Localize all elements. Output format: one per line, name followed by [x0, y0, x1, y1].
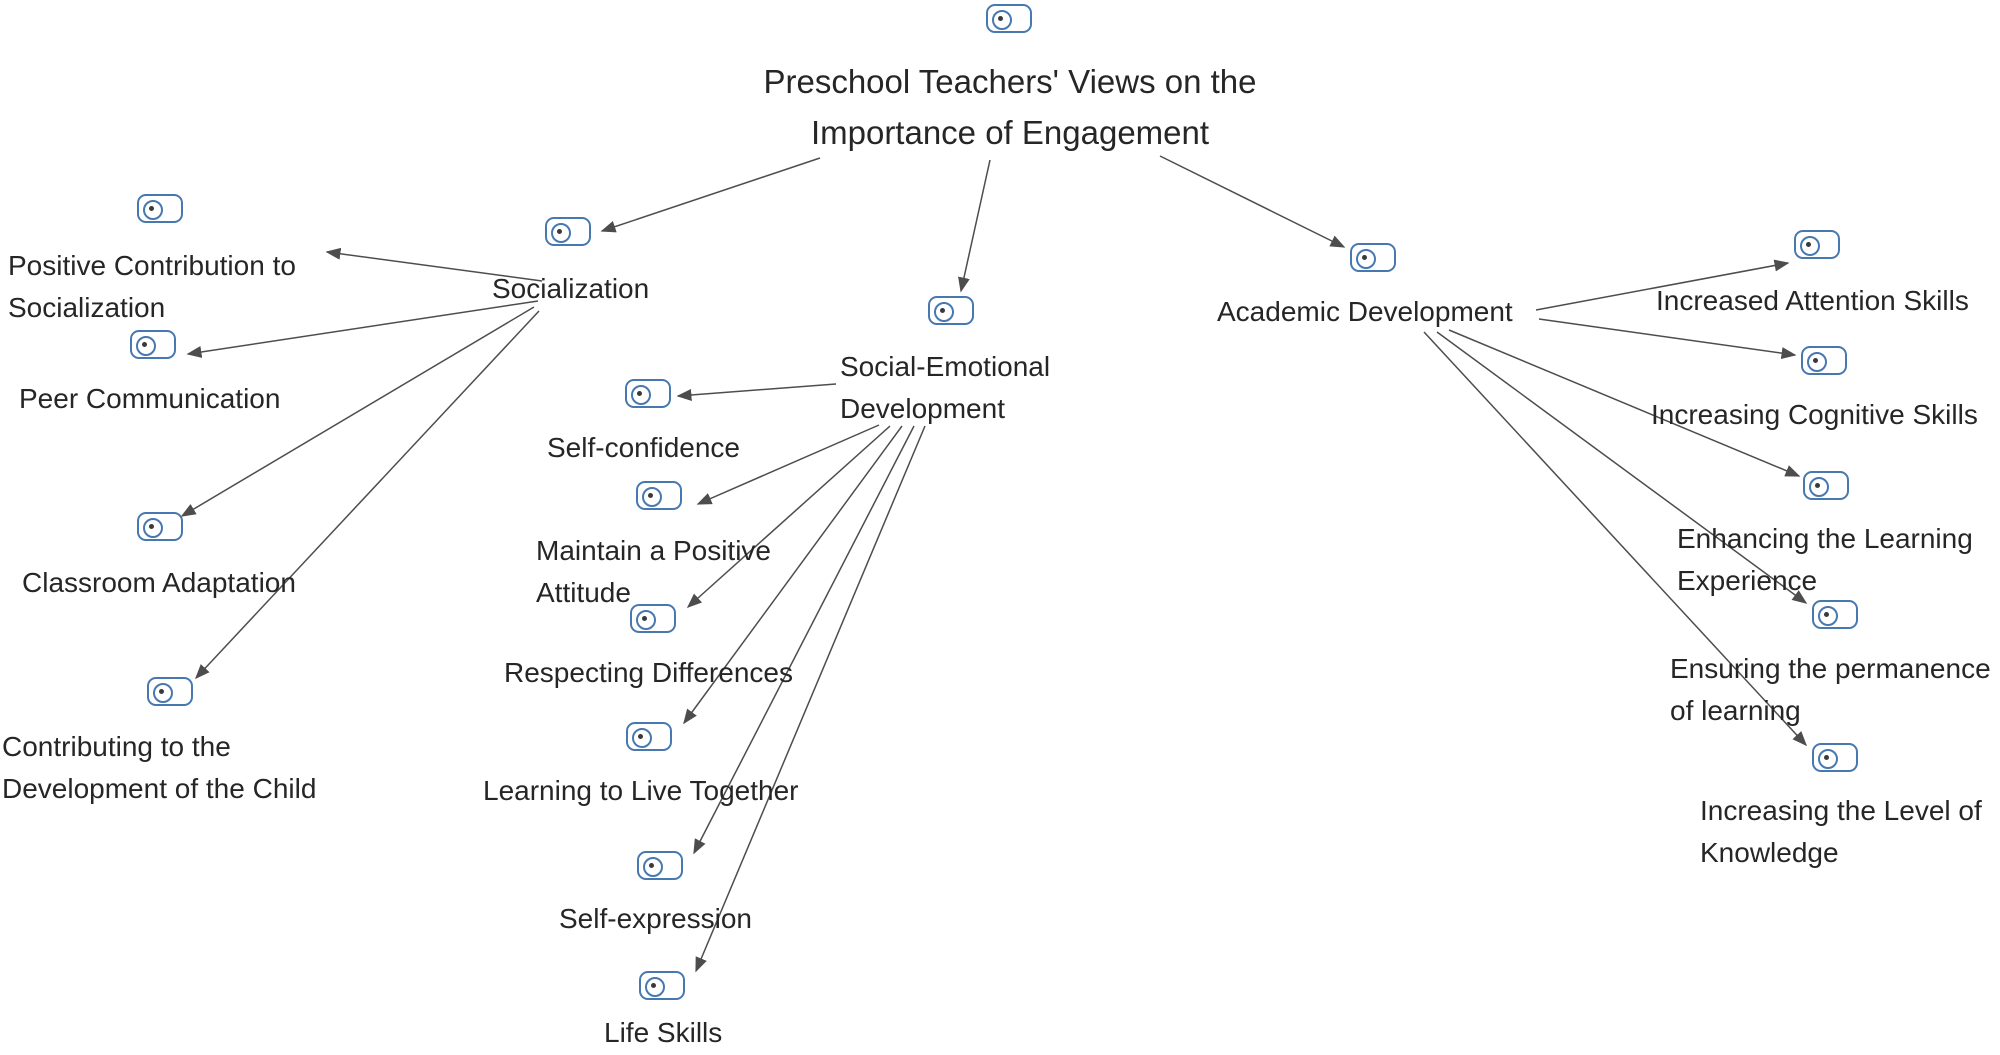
- tag-icon: [637, 851, 683, 880]
- tag-icon: [639, 971, 685, 1000]
- tag-icon: [1812, 600, 1858, 629]
- node-label-peer-communication: Peer Communication: [19, 383, 281, 414]
- tag-icon: [1801, 346, 1847, 375]
- tag-icon: [545, 217, 591, 246]
- node-label-respecting-differences: Respecting Differences: [504, 657, 793, 688]
- node-label-ensuring-permanence-of-learning: Ensuring the permanence of learning: [1670, 653, 1991, 726]
- map-title: Preschool Teachers' Views on the Importa…: [763, 63, 1257, 152]
- tag-icon: [137, 194, 183, 223]
- node-label-learning-to-live-together: Learning to Live Together: [483, 775, 799, 806]
- node-label-increasing-cognitive-skills: Increasing Cognitive Skills: [1651, 399, 1978, 430]
- connector-arrow: [958, 159, 991, 293]
- tag-icon: [986, 4, 1032, 33]
- connector-arrow: [676, 383, 837, 401]
- tag-icon: [1803, 471, 1849, 500]
- tag-icon: [1794, 230, 1840, 259]
- tag-icon: [630, 604, 676, 633]
- node-label-classroom-adaptation: Classroom Adaptation: [22, 567, 296, 598]
- node-label-academic-development: Academic Development: [1217, 296, 1513, 327]
- node-label-increased-attention-skills: Increased Attention Skills: [1656, 285, 1969, 316]
- node-label-enhancing-learning-experience: Enhancing the Learning Experience: [1677, 523, 1973, 596]
- tag-icon: [130, 330, 176, 359]
- node-label-self-confidence: Self-confidence: [547, 432, 741, 463]
- tag-icon: [928, 296, 974, 325]
- tag-icon: [1812, 743, 1858, 772]
- connector-arrow: [1538, 318, 1797, 360]
- tag-icon: [147, 677, 193, 706]
- node-label-socialization: Socialization: [492, 273, 650, 304]
- tag-icon: [636, 481, 682, 510]
- tag-icon: [137, 512, 183, 541]
- tag-icon: [1350, 243, 1396, 272]
- node-label-contributing-development: Contributing to the Development of the C…: [2, 731, 317, 804]
- connector-arrow: [600, 157, 821, 233]
- node-label-life-skills: Life Skills: [604, 1017, 723, 1048]
- tag-icon: [625, 379, 671, 408]
- node-label-positive-contribution: Positive Contribution to Socialization: [8, 250, 296, 323]
- node-label-increasing-level-of-knowledge: Increasing the Level of Knowledge: [1700, 795, 1982, 868]
- node-label-self-expression: Self-expression: [559, 903, 752, 934]
- connector-arrow: [695, 425, 926, 973]
- node-label-social-emotional-development: Social-Emotional Development: [840, 351, 1051, 424]
- node-label-maintain-positive-attitude: Maintain a Positive Attitude: [536, 535, 772, 608]
- connector-arrow: [194, 310, 540, 680]
- tag-icon: [626, 722, 672, 751]
- connector-arrow: [1159, 155, 1346, 248]
